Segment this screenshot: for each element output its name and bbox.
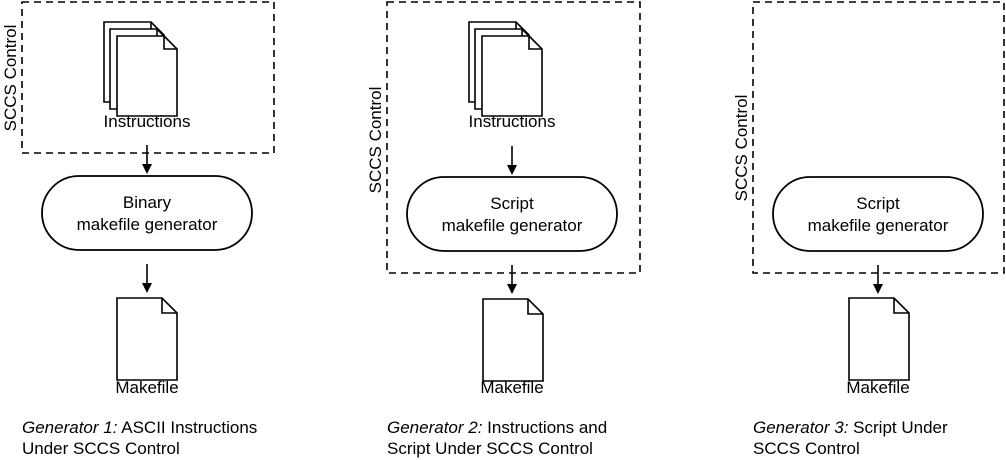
caption-text-line2: Under SCCS Control xyxy=(22,439,180,458)
instructions-label: Instructions xyxy=(104,112,191,131)
generator-name-label: makefile generator xyxy=(77,215,218,234)
caption-text: ASCII Instructions xyxy=(117,418,258,437)
arrow-icon xyxy=(142,145,152,174)
arrow-icon xyxy=(507,265,517,294)
caption-text-line2: SCCS Control xyxy=(753,439,860,458)
generator-name-label: makefile generator xyxy=(442,216,583,235)
makefile-document-icon xyxy=(848,297,910,381)
binary-makefile-generator-process xyxy=(41,175,253,251)
generator-2-caption: Generator 2: Instructions and Script Und… xyxy=(387,417,607,459)
sccs-control-label: SCCS Control xyxy=(366,87,385,194)
sccs-control-boundary xyxy=(21,1,275,154)
arrow-icon xyxy=(873,265,883,294)
sccs-control-label: SCCS Control xyxy=(732,95,751,202)
sccs-control-boundary xyxy=(386,1,641,274)
caption-text-line2: Script Under SCCS Control xyxy=(387,439,593,458)
makefile-document-icon xyxy=(116,297,178,381)
generator-type-label: Script xyxy=(856,194,900,213)
makefile-document-icon xyxy=(482,298,544,382)
script-makefile-generator-process xyxy=(406,176,618,252)
generator-2-diagram: SCCS Control Instructions Script makefil… xyxy=(366,1,641,397)
generator-1-diagram: SCCS Control Instructions Binary makefil… xyxy=(1,1,275,397)
caption-text: Instructions and xyxy=(482,418,608,437)
caption-title: Generator 3: xyxy=(753,418,849,437)
arrow-icon xyxy=(507,146,517,175)
script-makefile-generator-process xyxy=(772,176,984,252)
caption-title: Generator 2: xyxy=(387,418,483,437)
generator-name-label: makefile generator xyxy=(808,216,949,235)
generator-1-caption: Generator 1: ASCII Instructions Under SC… xyxy=(22,417,257,459)
sccs-control-label: SCCS Control xyxy=(1,25,20,132)
generator-type-label: Binary xyxy=(123,193,172,212)
instructions-label: Instructions xyxy=(469,112,556,131)
caption-text: Script Under xyxy=(848,418,948,437)
instructions-stack-icon xyxy=(468,21,543,117)
instructions-stack-icon xyxy=(103,21,178,117)
makefile-label: Makefile xyxy=(115,378,178,397)
generator-type-label: Script xyxy=(490,194,534,213)
makefile-label: Makefile xyxy=(846,378,909,397)
generator-3-caption: Generator 3: Script Under SCCS Control xyxy=(753,417,948,459)
arrow-icon xyxy=(142,264,152,293)
caption-title: Generator 1: xyxy=(22,418,118,437)
sccs-control-boundary xyxy=(752,1,1005,274)
makefile-label: Makefile xyxy=(480,378,543,397)
generator-3-diagram: SCCS Control Script makefile generator M… xyxy=(732,1,1005,397)
